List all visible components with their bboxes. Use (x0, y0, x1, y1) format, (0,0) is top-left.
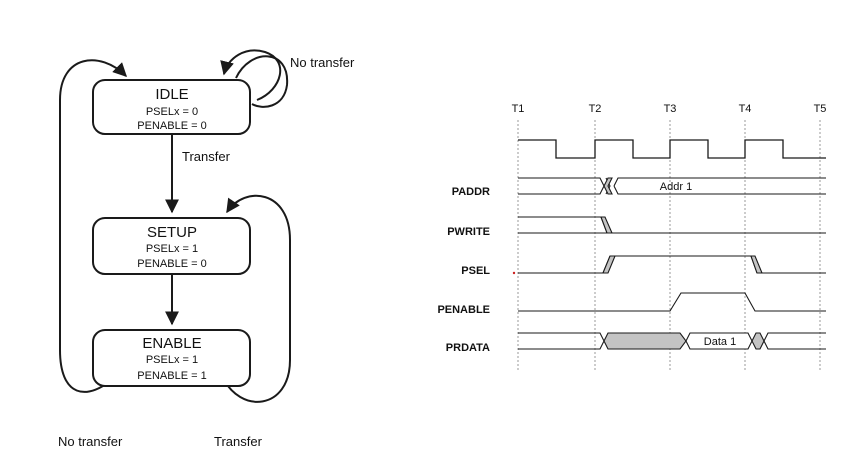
state-setup-line1: PSELx = 1 (146, 243, 198, 255)
signal-label-paddr: PADDR (452, 186, 490, 198)
state-setup-line2: PENABLE = 0 (137, 258, 206, 270)
label-idle-to-setup: Transfer (182, 149, 231, 164)
tick-label: T4 (739, 103, 752, 115)
state-idle-line1: PSELx = 0 (146, 106, 198, 118)
signal-label-prdata: PRDATA (446, 342, 490, 354)
state-idle: IDLE PSELx = 0 PENABLE = 0 (92, 79, 251, 135)
timing-diagram: T1 T2 T3 T4 T5 PADDR PWRITE PSEL PENABLE… (437, 103, 826, 372)
edge-idle-self-arrow (220, 49, 282, 101)
edge-enable-to-idle (59, 59, 127, 393)
prdata-value: Data 1 (704, 336, 736, 348)
pwrite-waveform (518, 216, 826, 234)
label-enable-to-idle: No transfer (58, 434, 123, 449)
tick-label: T5 (814, 103, 827, 115)
state-enable-line1: PSELx = 1 (146, 354, 198, 366)
marker-dot (512, 271, 516, 275)
tick-label: T1 (512, 103, 525, 115)
state-enable-name: ENABLE (142, 335, 201, 352)
tick-label: T3 (664, 103, 677, 115)
state-setup-name: SETUP (147, 224, 197, 241)
state-machine (59, 55, 291, 403)
signal-label-pwrite: PWRITE (447, 226, 490, 238)
prdata-waveform (518, 332, 826, 350)
paddr-waveform (518, 177, 826, 195)
edge-idle-self (235, 55, 289, 108)
paddr-value: Addr 1 (660, 181, 692, 193)
state-idle-name: IDLE (155, 86, 188, 103)
label-idle-self: No transfer (290, 55, 355, 70)
state-enable-line2: PENABLE = 1 (137, 370, 206, 382)
edge-enable-to-setup (221, 194, 291, 403)
clock-waveform (518, 139, 826, 159)
penable-waveform (518, 292, 826, 312)
state-setup: SETUP PSELx = 1 PENABLE = 0 (92, 217, 251, 275)
state-idle-line2: PENABLE = 0 (137, 120, 206, 132)
label-enable-to-setup: Transfer (214, 434, 263, 449)
state-enable: ENABLE PSELx = 1 PENABLE = 1 (92, 329, 251, 387)
signal-label-penable: PENABLE (437, 304, 490, 316)
psel-waveform (518, 255, 826, 274)
tick-label: T2 (589, 103, 602, 115)
signal-label-psel: PSEL (461, 265, 490, 277)
